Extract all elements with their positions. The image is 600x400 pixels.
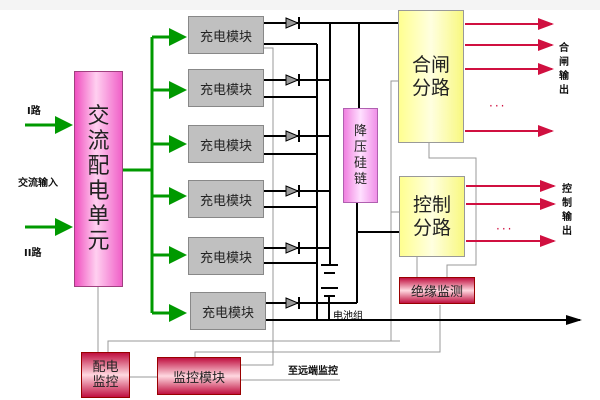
diode-icon	[285, 130, 300, 142]
top-band	[0, 0, 600, 10]
distribution-monitor: 配电监控	[81, 352, 130, 398]
input-line-2-label: II路	[24, 248, 42, 259]
ac-input-label: 交流输入	[18, 178, 58, 189]
diode-icon	[285, 242, 300, 254]
output-arrows	[465, 18, 556, 247]
insulation-monitor: 绝缘监测	[399, 277, 475, 304]
control-branch: 控制分路	[399, 176, 465, 257]
ac-power-lines	[25, 28, 187, 322]
charger-module: 充电模块	[188, 125, 264, 163]
diodes	[285, 17, 300, 309]
voltage-drop-chain: 降压硅链	[343, 108, 378, 203]
charger-module: 充电模块	[188, 180, 264, 218]
charger-module: 充电模块	[188, 16, 264, 54]
control-output-label: 控制输出	[562, 184, 572, 237]
closing-ellipsis: ···	[489, 99, 507, 113]
diode-icon	[285, 185, 300, 197]
charger-module: 充电模块	[190, 292, 266, 330]
ac-distribution-unit: 交流配电单元	[74, 71, 123, 287]
battery-label: 电池组	[333, 311, 363, 322]
input-line-1-label: I路	[27, 106, 41, 117]
diode-icon	[285, 17, 300, 29]
diode-icon	[285, 74, 300, 86]
monitor-module: 监控模块	[157, 357, 241, 395]
charger-module: 充电模块	[188, 69, 264, 107]
control-ellipsis: ···	[496, 222, 514, 236]
charger-module: 充电模块	[188, 237, 264, 275]
closing-output-label: 合闸输出	[559, 43, 569, 96]
remote-monitor-label: 至远端监控	[288, 366, 338, 377]
closing-branch: 合闸分路	[398, 10, 464, 143]
diode-icon	[285, 297, 300, 309]
